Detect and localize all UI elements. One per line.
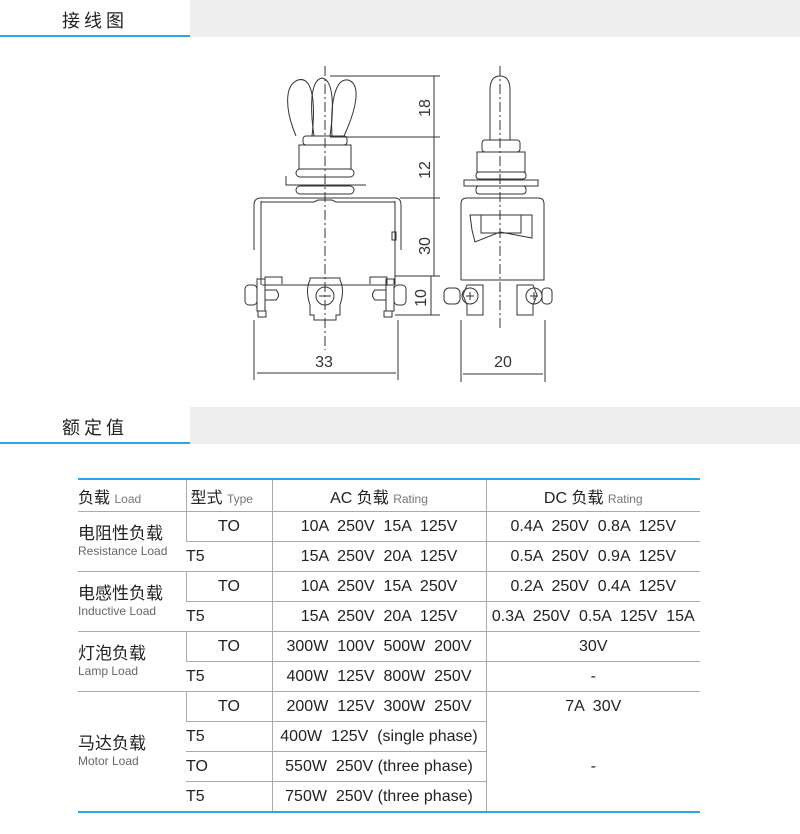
dim-33: 33 xyxy=(315,354,333,371)
table-row: TO 550W 250V (three phase) xyxy=(78,751,700,782)
header-bar xyxy=(190,0,800,37)
header-underline xyxy=(0,0,190,37)
label: AC 负载 xyxy=(330,489,389,507)
type-cell: TO xyxy=(185,571,272,602)
header-bar xyxy=(190,407,800,444)
label: 型式 xyxy=(190,489,223,507)
ac-cell: 400W 125V 800W 250V xyxy=(271,661,486,692)
header-underline xyxy=(0,407,190,444)
ac-cell: 200W 125V 300W 250V xyxy=(271,691,486,722)
dc-cell: - xyxy=(485,661,700,692)
label: DC 负载 xyxy=(543,489,604,507)
ac-cell: 15A 250V 20A 125V xyxy=(271,541,486,572)
load-cn: 电阻性负载 xyxy=(78,524,163,543)
ac-cell: 10A 250V 15A 125V xyxy=(271,511,486,542)
table-header-row: 负载 Load 型式 Type AC 负载 Rating DC 负载 Ratin… xyxy=(78,479,700,512)
label: Rating xyxy=(607,491,643,506)
col-type: 型式 Type xyxy=(185,479,272,512)
section-header-wiring: 接线图 xyxy=(0,0,800,37)
type-cell: T5 xyxy=(186,601,272,632)
section-header-rating: 额定值 xyxy=(0,407,800,444)
type-cell: TO xyxy=(185,631,272,662)
type-cell: T5 xyxy=(186,787,205,805)
wiring-diagram: 18 12 30 10 33 20 xyxy=(244,66,553,382)
type-cell: T5 xyxy=(186,661,272,692)
front-view xyxy=(244,66,440,380)
type-cell: TO xyxy=(185,511,272,542)
ac-cell: 400W 125V (single phase) xyxy=(271,721,486,752)
dc-cell: 0.3A 250V 0.5A 125V 15A xyxy=(485,601,700,632)
dc-cell: 0.4A 250V 0.8A 125V xyxy=(485,511,700,542)
dim-20: 20 xyxy=(494,354,512,371)
load-en: Resistance Load xyxy=(78,544,168,558)
dim-30: 30 xyxy=(417,237,434,255)
dim-12: 12 xyxy=(417,161,434,179)
dc-cell: 7A 30V - xyxy=(485,691,700,812)
table-row: T5 400W 125V 800W 250V - xyxy=(78,661,700,692)
dc-cell: 0.5A 250V 0.9A 125V xyxy=(485,541,700,572)
section-title: 额定值 xyxy=(62,418,128,439)
type-cell: TO xyxy=(185,691,272,722)
table-row: T5 15A 250V 20A 125V 0.5A 250V 0.9A 125V xyxy=(78,541,700,572)
col-load: 负载 Load xyxy=(78,479,186,512)
label: Type xyxy=(226,491,253,506)
dc-cell: 0.2A 250V 0.4A 125V xyxy=(485,571,700,602)
col-ac: AC 负载 Rating xyxy=(271,479,486,512)
col-dc: DC 负载 Rating xyxy=(485,479,700,512)
dc-value: - xyxy=(590,758,596,775)
label: 负载 xyxy=(78,489,111,507)
load-cn: 电感性负载 xyxy=(78,584,163,603)
table-row: T5 750W 250V (three phase) xyxy=(78,781,700,812)
load-cn: 灯泡负载 xyxy=(78,644,146,663)
load-en: Lamp Load xyxy=(78,664,139,678)
dim-10: 10 xyxy=(413,289,430,307)
table-row: T5 400W 125V (single phase) xyxy=(78,721,700,752)
ac-cell: 750W 250V (three phase) xyxy=(271,781,486,812)
ac-cell: 15A 250V 20A 125V xyxy=(271,601,486,632)
side-view xyxy=(443,66,553,382)
ac-cell: 550W 250V (three phase) xyxy=(271,751,486,782)
section-title: 接线图 xyxy=(62,11,128,32)
dc-cell: 30V xyxy=(485,631,700,662)
label: Rating xyxy=(393,491,428,506)
load-en: Motor Load xyxy=(78,754,139,768)
label: Load xyxy=(114,491,142,506)
load-cn: 马达负载 xyxy=(78,734,146,753)
ac-cell: 10A 250V 15A 250V xyxy=(271,571,486,602)
type-cell: T5 xyxy=(186,721,272,752)
rating-table: 负载 Load 型式 Type AC 负载 Rating DC 负载 Ratin… xyxy=(78,478,700,813)
ac-cell: 300W 100V 500W 200V xyxy=(271,631,486,662)
type-cell: T5 xyxy=(186,541,272,572)
dim-18: 18 xyxy=(417,99,434,117)
dc-value: 7A 30V xyxy=(565,698,622,715)
type-cell: TO xyxy=(186,751,272,782)
load-en: Inductive Load xyxy=(78,604,157,618)
table-row: T5 15A 250V 20A 125V 0.3A 250V 0.5A 125V… xyxy=(78,601,700,632)
